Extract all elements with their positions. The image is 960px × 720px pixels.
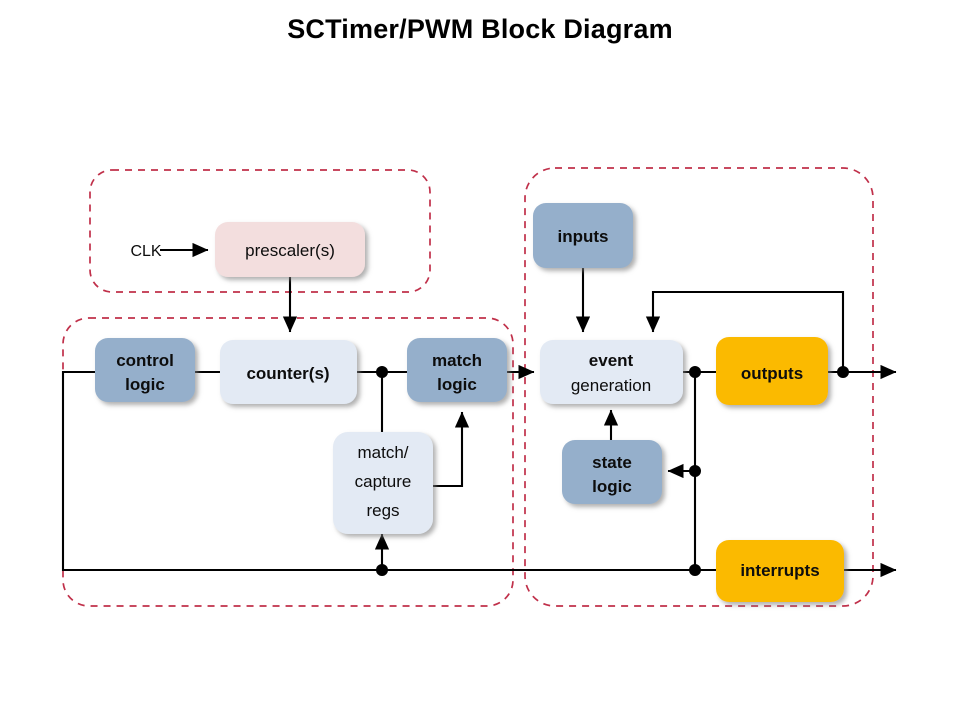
interrupts-label: interrupts — [740, 561, 819, 580]
match-logic-label-line2: logic — [437, 375, 477, 394]
block-inputs[interactable]: inputs — [533, 203, 633, 268]
prescaler-box[interactable] — [215, 222, 365, 277]
counters-box[interactable] — [220, 340, 357, 404]
outputs-label: outputs — [741, 364, 803, 383]
inputs-label: inputs — [558, 227, 609, 246]
junction-bottom-bus-regs — [376, 564, 388, 576]
state-logic-label-line2: logic — [592, 477, 632, 496]
control-logic-box[interactable] — [95, 338, 195, 402]
block-prescaler[interactable]: prescaler(s) — [215, 222, 365, 277]
match-capture-regs-box[interactable] — [333, 432, 433, 534]
block-match-capture-regs[interactable]: match/ capture regs — [333, 432, 433, 534]
block-counters[interactable]: counter(s) — [220, 340, 357, 404]
match-logic-label-line1: match — [432, 351, 482, 370]
block-state-logic[interactable]: state logic — [562, 440, 662, 504]
block-interrupts[interactable]: interrupts — [716, 540, 844, 602]
event-generation-label-line1: event — [589, 351, 634, 370]
inputs-box[interactable] — [533, 203, 633, 268]
block-match-logic[interactable]: match logic — [407, 338, 507, 402]
block-outputs[interactable]: outputs — [716, 337, 828, 405]
event-generation-box[interactable] — [540, 340, 683, 404]
wire-outputs-feedback-to-eventgen — [645, 290, 845, 372]
state-logic-box[interactable] — [562, 440, 662, 504]
block-control-logic[interactable]: control logic — [95, 338, 195, 402]
control-logic-label-line1: control — [116, 351, 174, 370]
event-generation-label-line2: generation — [571, 376, 651, 395]
wire-regs-to-matchlogic — [433, 411, 470, 488]
prescaler-label: prescaler(s) — [245, 241, 335, 260]
match-logic-box[interactable] — [407, 338, 507, 402]
match-capture-regs-label-line3: regs — [366, 501, 399, 520]
match-capture-regs-label-line1: match/ — [357, 443, 408, 462]
control-logic-label-line2: logic — [125, 375, 165, 394]
page-title: SCTimer/PWM Block Diagram — [287, 14, 673, 44]
interrupts-box[interactable] — [716, 540, 844, 602]
clk-label: CLK — [130, 243, 161, 260]
match-capture-regs-label-line2: capture — [355, 472, 412, 491]
outputs-box[interactable] — [716, 337, 828, 405]
event-region — [524, 167, 874, 607]
state-logic-label-line1: state — [592, 453, 632, 472]
clock-region — [89, 169, 431, 293]
counters-label: counter(s) — [246, 364, 329, 383]
block-event-generation[interactable]: event generation — [540, 340, 683, 404]
